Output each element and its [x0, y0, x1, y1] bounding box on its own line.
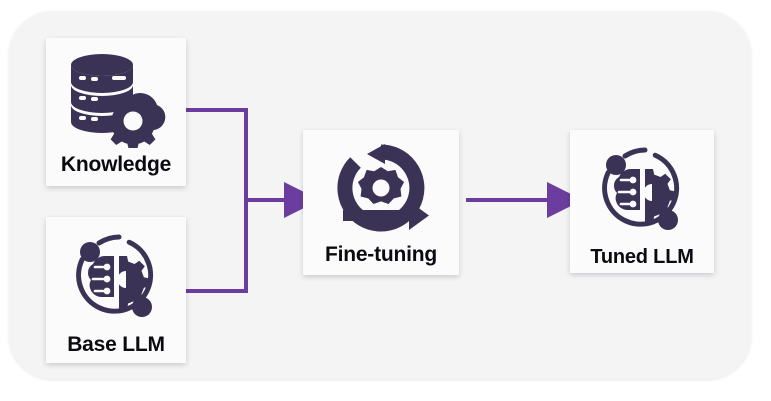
circular-arrow-loop-gear-icon: [325, 144, 437, 236]
node-card-tuned-llm[interactable]: Tuned LLM: [570, 130, 714, 273]
brain-gear-orbit-icon: [590, 142, 694, 242]
brain-gear-orbit-icon: [64, 229, 168, 329]
node-card-fine-tuning[interactable]: Fine-tuning: [303, 130, 459, 275]
node-card-base-llm[interactable]: Base LLM: [46, 217, 186, 363]
node-card-knowledge[interactable]: Knowledge: [46, 38, 186, 186]
node-label-knowledge: Knowledge: [60, 153, 172, 176]
database-stack-with-gear-cloud-icon: [62, 52, 170, 148]
node-label-tuned-llm: Tuned LLM: [590, 246, 694, 268]
node-label-base-llm: Base LLM: [67, 333, 165, 356]
node-label-fine-tuning: Fine-tuning: [324, 243, 438, 266]
